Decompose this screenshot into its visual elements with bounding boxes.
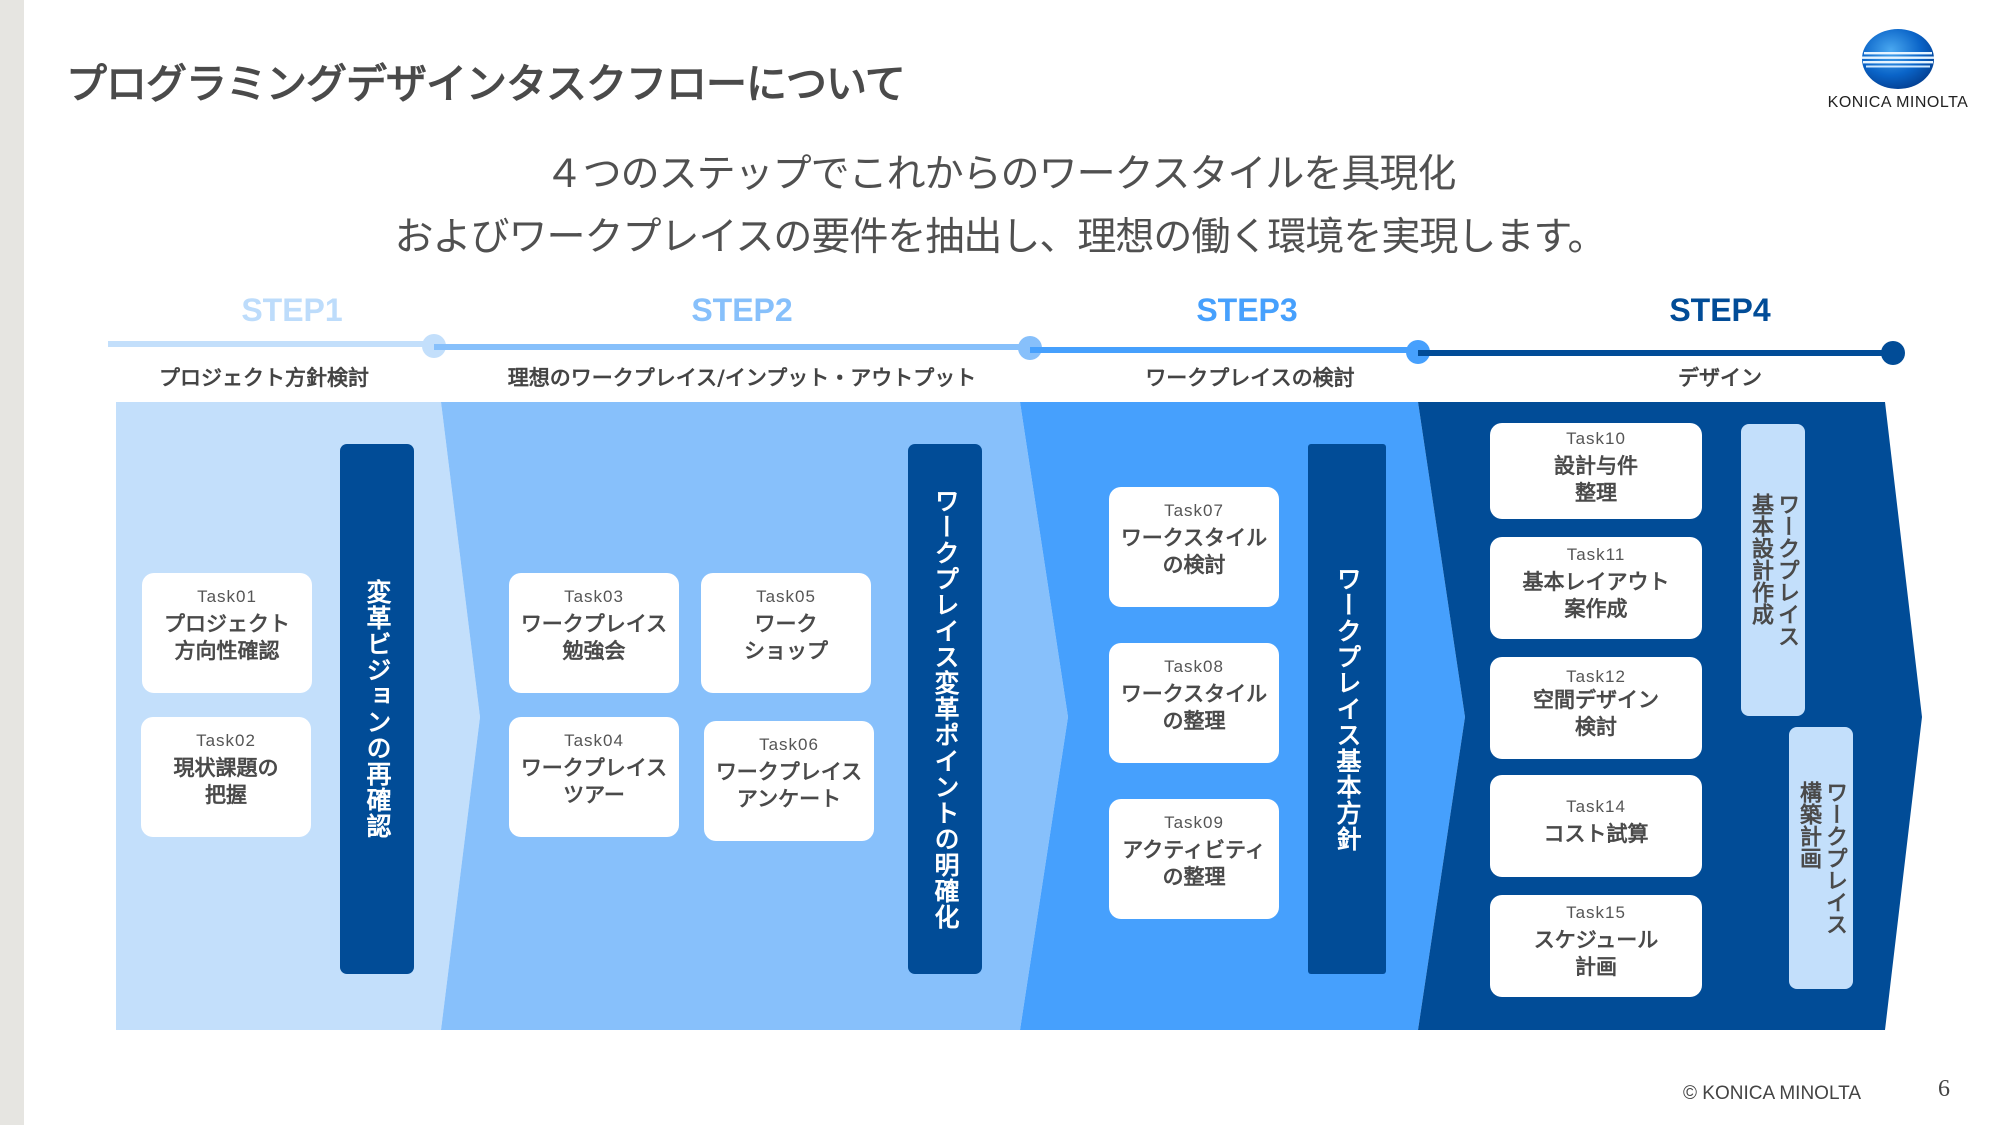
- konica-minolta-logo: KONICA MINOLTA: [1818, 28, 1978, 118]
- left-edge-strip: [0, 0, 24, 1125]
- task-card-task09[interactable]: Task09 アクティビティの整理: [1109, 799, 1279, 919]
- step4-label: STEP4: [1669, 292, 1771, 328]
- task-name: ワークプレイスツアー: [520, 756, 668, 807]
- task-name: プロジェクト方向性確認: [164, 612, 290, 663]
- step1-chevron: [116, 402, 480, 1030]
- task-id: Task11: [1566, 545, 1626, 564]
- outcome-text: ワークプレイス基本設計作成: [1748, 493, 1799, 647]
- task-card-task02[interactable]: Task02 現状課題の把握: [141, 717, 311, 837]
- task-id: Task10: [1566, 429, 1626, 448]
- task-name: 空間デザイン検討: [1533, 688, 1659, 739]
- step2-label: STEP2: [691, 292, 793, 328]
- task-name: 設計与件整理: [1554, 454, 1638, 505]
- task-name: ワークスタイルの検討: [1120, 526, 1268, 577]
- outcome-text: ワークプレイス変革ポイントの明確化: [931, 488, 960, 930]
- task-name: アクティビティの整理: [1122, 838, 1266, 889]
- task-name: ワークショップ: [744, 612, 828, 663]
- task-id: Task15: [1566, 903, 1626, 922]
- task-id: Task12: [1566, 667, 1626, 686]
- task-id: Task04: [564, 731, 624, 750]
- task-name: コスト試算: [1543, 822, 1649, 846]
- outcome-text: 変革ビジョンの再確認: [363, 579, 392, 839]
- task-name: 現状課題の把握: [173, 756, 279, 807]
- logo-wordmark: KONICA MINOLTA: [1827, 94, 1969, 111]
- subtitle-line-1: ４つのステップでこれからのワークスタイルを具現化: [544, 152, 1457, 197]
- step1-label: STEP1: [241, 292, 343, 328]
- task-card-task06[interactable]: Task06 ワークプレイスアンケート: [704, 721, 874, 841]
- task-name: ワークプレイスアンケート: [715, 760, 863, 811]
- outcome-bar-basic-design: ワークプレイス基本設計作成: [1741, 424, 1805, 716]
- step4-description: デザイン: [1678, 366, 1762, 390]
- task-id: Task01: [197, 587, 257, 606]
- task-id: Task08: [1164, 657, 1224, 676]
- subtitle-line-2: およびワークプレイスの要件を抽出し、理想の働く環境を実現します。: [394, 215, 1607, 260]
- task-card-task01[interactable]: Task01 プロジェクト方向性確認: [142, 573, 312, 693]
- task-card-task12[interactable]: Task12 空間デザイン検討: [1490, 657, 1702, 759]
- page-number: 6: [1938, 1076, 1950, 1102]
- task-card-task11[interactable]: Task11 基本レイアウト案作成: [1490, 537, 1702, 639]
- task-card-task07[interactable]: Task07 ワークスタイルの検討: [1109, 487, 1279, 607]
- globe-logo-icon: [1862, 29, 1934, 89]
- task-name: ワークプレイス勉強会: [520, 612, 668, 663]
- outcome-bar-build-plan: ワークプレイス構築計画: [1789, 727, 1853, 989]
- task-id: Task03: [564, 587, 624, 606]
- task-card-task10[interactable]: Task10 設計与件整理: [1490, 423, 1702, 519]
- task-card-task04[interactable]: Task04 ワークプレイスツアー: [509, 717, 679, 837]
- step3-label: STEP3: [1196, 292, 1298, 328]
- task-card-task05[interactable]: Task05 ワークショップ: [701, 573, 871, 693]
- outcome-bar-change-points: ワークプレイス変革ポイントの明確化: [908, 444, 982, 974]
- task-card-task03[interactable]: Task03 ワークプレイス勉強会: [509, 573, 679, 693]
- step3-description: ワークプレイスの検討: [1145, 366, 1355, 390]
- task-card-task15[interactable]: Task15 スケジュール計画: [1490, 895, 1702, 997]
- outcome-text: ワークプレイス基本方針: [1333, 566, 1362, 852]
- task-name: スケジュール計画: [1533, 928, 1659, 979]
- task-id: Task06: [759, 735, 819, 754]
- task-id: Task02: [196, 731, 256, 750]
- step2-description: 理想のワークプレイス/インプット・アウトプット: [507, 366, 977, 390]
- task-id: Task14: [1566, 797, 1626, 816]
- task-id: Task09: [1164, 813, 1224, 832]
- task-card-task14[interactable]: Task14 コスト試算: [1490, 775, 1702, 877]
- footer-copyright: © KONICA MINOLTA: [1683, 1083, 1861, 1104]
- step1-description: プロジェクト方針検討: [159, 366, 369, 390]
- task-card-task08[interactable]: Task08 ワークスタイルの整理: [1109, 643, 1279, 763]
- outcome-bar-basic-policy: ワークプレイス基本方針: [1308, 444, 1386, 974]
- task-id: Task07: [1164, 501, 1224, 520]
- outcome-text: ワークプレイス構築計画: [1796, 781, 1847, 935]
- task-name: ワークスタイルの整理: [1120, 682, 1268, 733]
- task-id: Task05: [756, 587, 816, 606]
- outcome-bar-vision: 変革ビジョンの再確認: [340, 444, 414, 974]
- task-name: 基本レイアウト案作成: [1522, 570, 1670, 621]
- page-title: プログラミングデザインタスクフローについて: [66, 60, 906, 108]
